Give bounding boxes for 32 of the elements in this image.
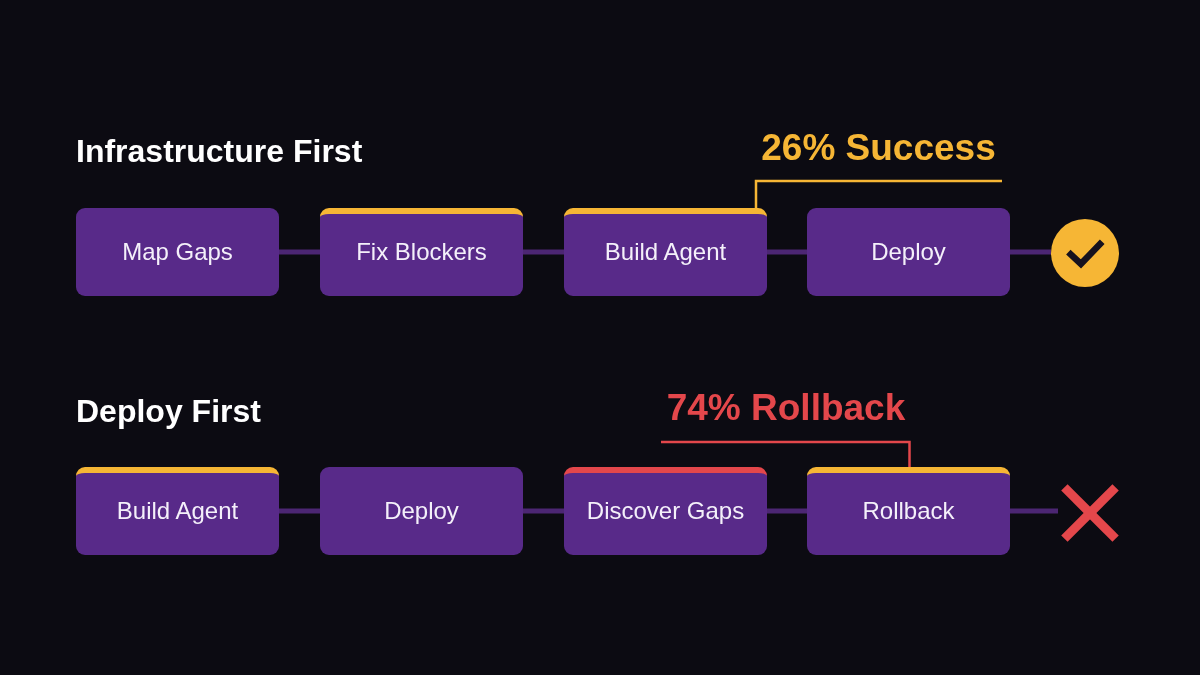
connector-line	[279, 508, 320, 514]
connector-line	[279, 249, 320, 255]
leader-line	[754, 179, 1002, 208]
process-box	[807, 208, 1010, 296]
step-label: Build Agent	[604, 237, 727, 267]
section-heading: Deploy First	[76, 392, 261, 431]
process-box	[807, 467, 1010, 555]
process-box	[320, 467, 523, 555]
step-label: Fix Blockers	[356, 237, 487, 267]
process-box	[564, 208, 767, 296]
step-label: Discover Gaps	[586, 496, 745, 526]
connector-line	[523, 508, 564, 514]
check-circle-icon	[1051, 219, 1119, 287]
section-heading: Infrastructure First	[76, 132, 363, 171]
step-label: Deploy	[384, 496, 459, 526]
connector-line	[767, 249, 807, 255]
process-box	[76, 467, 279, 555]
process-box	[564, 467, 767, 555]
step-label: Rollback	[862, 496, 955, 526]
process-box	[320, 208, 523, 296]
connector-line	[523, 249, 564, 255]
step-label: Build Agent	[116, 496, 239, 526]
step-label: Map Gaps	[122, 237, 233, 267]
cross-icon	[1058, 481, 1122, 545]
stat-label: 74% Rollback	[661, 386, 911, 442]
leader-line	[661, 440, 911, 467]
process-box	[76, 208, 279, 296]
step-label: Deploy	[871, 237, 946, 267]
connector-line	[767, 508, 807, 514]
stat-label: 26% Success	[755, 126, 1002, 181]
connector-line	[1010, 508, 1058, 514]
connector-line	[1010, 249, 1051, 255]
